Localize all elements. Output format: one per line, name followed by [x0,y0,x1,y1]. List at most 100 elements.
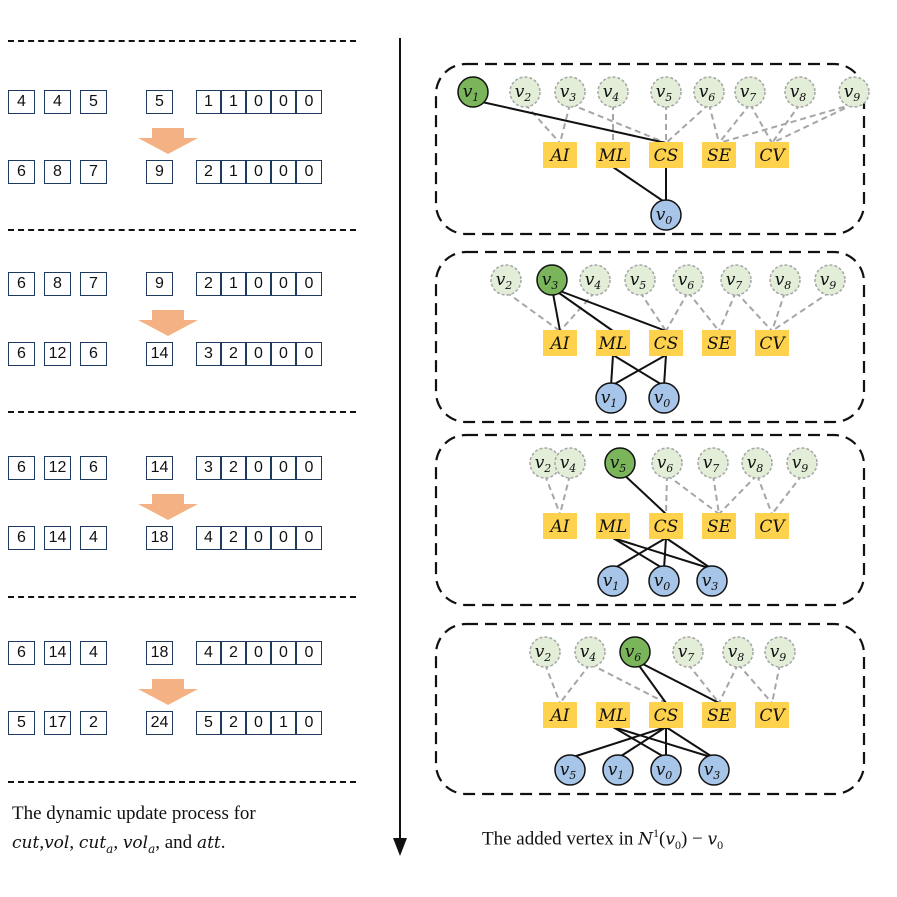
vector-cell: 0 [271,342,296,366]
category-label: AI [549,334,570,354]
vertex-label: v8 [728,642,745,664]
vertex-subscript: 0 [663,580,670,593]
vector-cell: 6 [8,456,35,480]
vol-a-symbol: vol [122,833,149,853]
candidate-edge [665,103,710,144]
vertex-subscript: 5 [569,769,576,782]
vector-cell: 0 [246,90,271,114]
update-arrow-icon [138,310,198,336]
category-ai: AI [543,702,577,728]
vector-cell: 3 [196,456,221,480]
candidate-edge [756,474,773,515]
vector-cell: 14 [44,526,71,550]
panel-border [434,433,866,607]
category-box [543,702,577,728]
vertex-label: v7 [703,453,720,475]
community-edge [612,726,715,759]
candidate-vertex: v4 [554,447,586,479]
category-label: CV [759,334,786,354]
left-caption-line1: The dynamic update process for [12,803,256,825]
candidate-vertex: v8 [769,264,801,296]
vector-cell: 0 [296,641,322,665]
vertex-circle [597,76,629,108]
vertex-circle [786,447,818,479]
candidate-edge [718,474,758,515]
vector-cell: 1 [271,711,296,735]
vertex-label: v4 [560,453,577,475]
community-vertex: v0 [650,754,682,786]
vertex-label: v3 [542,270,559,292]
candidate-vertex: v8 [722,636,754,668]
vertex-label: v6 [678,270,695,292]
right-caption: The added vertex in N1(v0) − v0 [482,826,723,853]
community-edge [617,726,667,759]
category-box [755,142,789,168]
vertex-subscript: 2 [543,651,551,664]
vertex-subscript: 9 [853,91,860,104]
vertex-circle [597,565,629,597]
vector-cell: 2 [221,526,246,550]
vertex-subscript: 3 [713,769,720,782]
community-vertex: v5 [554,754,586,786]
neighborhood-symbol: N [638,829,654,850]
vector-cell: 0 [271,456,296,480]
candidate-vertex: v3 [554,76,586,108]
category-label: AI [549,517,570,537]
vector-cell: 2 [196,160,221,184]
update-arrow-icon [138,128,198,154]
vector-cell: 6 [8,160,35,184]
vector-cell: 0 [246,342,271,366]
vertex-subscript: 8 [799,91,806,104]
vertex-subscript: 9 [801,462,808,475]
community-edge [612,537,713,570]
community-edge [612,537,665,570]
candidate-vertex: v6 [651,447,683,479]
vector-cell: 6 [8,272,35,296]
category-box [596,142,630,168]
vertex-circle [554,754,586,786]
community-vertex: v0 [648,382,680,414]
vector-cell: 9 [146,272,173,296]
candidate-vertex: v4 [597,76,629,108]
vertex-circle [595,382,627,414]
category-label: ML [598,334,628,354]
vertex-subscript: 1 [612,580,619,593]
vertex-subscript: 5 [665,91,672,104]
vertex-subscript: 5 [619,462,626,475]
vertex-circle [734,76,766,108]
update-arrow-icon [138,679,198,705]
vertex-subscript: 7 [749,91,756,104]
vector-cell: 7 [80,160,107,184]
selected-edge [551,287,667,332]
separator-line [8,229,356,231]
vertex-circle [697,447,729,479]
added-vertex: v6 [619,636,651,668]
community-edge [569,726,667,759]
category-box [649,702,683,728]
subscript: 0 [717,838,724,853]
candidate-edge [666,474,720,515]
vector-cell: 0 [296,711,322,735]
community-vertex: v1 [595,382,627,414]
vertex-circle [490,264,522,296]
vertex-label: v9 [820,270,837,292]
vertex-label: v5 [610,453,627,475]
candidate-vertex: v9 [786,447,818,479]
vertex-subscript: 7 [712,462,719,475]
candidate-edge [559,291,596,332]
candidate-edge [771,663,781,704]
category-box [543,513,577,539]
category-cs: CS [649,513,683,539]
vector-cell: 0 [271,160,296,184]
vector-cell: 1 [221,90,246,114]
vector-cell: 8 [44,272,71,296]
vertex-subscript: 3 [551,279,558,292]
vertex-subscript: 2 [543,462,551,475]
candidate-vertex: v9 [764,636,796,668]
vertex-subscript: 7 [735,279,742,292]
vertex-subscript: 9 [829,279,836,292]
vertex-label: v4 [603,82,620,104]
candidate-edge [687,663,720,704]
vector-cell: 0 [296,526,322,550]
